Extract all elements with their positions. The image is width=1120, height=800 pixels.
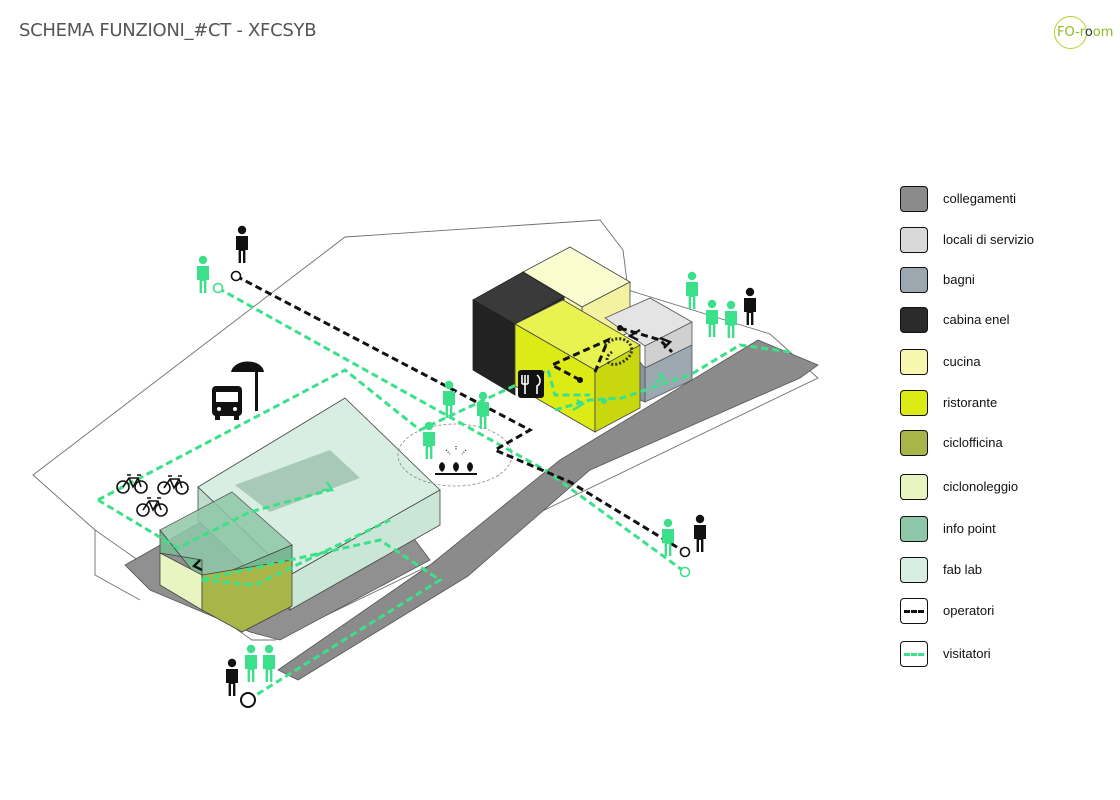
legend-item-ristorante: ristorante — [900, 390, 1100, 418]
legend-swatch — [900, 598, 928, 624]
visitor-path-right — [554, 343, 791, 412]
legend-item-collegamenti: collegamenti — [900, 186, 1100, 214]
visitor-path-bikes — [97, 488, 331, 550]
operator-paths — [235, 274, 686, 554]
legend-swatch — [900, 227, 928, 253]
bus-icon — [212, 386, 242, 420]
legend-swatch — [900, 474, 928, 500]
legend-item-cabina-enel: cabina enel — [900, 307, 1100, 335]
garden-icon — [435, 446, 477, 475]
site-outline — [32, 219, 819, 641]
legend-item-cucina: cucina — [900, 349, 1100, 377]
legend-swatch — [900, 557, 928, 583]
legend-swatch — [900, 516, 928, 542]
legend-label: fab lab — [943, 562, 983, 577]
operator-path-service — [619, 326, 674, 354]
legend-swatch — [900, 390, 928, 416]
bicycle-icon — [116, 474, 189, 517]
legend-item-bagni: bagni — [900, 267, 1100, 295]
entrance-node — [240, 692, 256, 708]
operator-path-kitchen — [548, 337, 611, 382]
legend-label: cabina enel — [943, 312, 1010, 327]
service-node — [617, 325, 623, 331]
bus-stop-icon — [231, 361, 264, 411]
legend-item-visitatori: visitatori — [900, 641, 1100, 669]
page-title: SCHEMA FUNZIONI_#CT - XFCSYB — [19, 20, 317, 41]
plaza-circle — [397, 423, 513, 487]
legend-swatch — [900, 641, 928, 667]
legend-item-locali-di-servizio: locali di servizio — [900, 227, 1100, 255]
legend-label: ciclofficina — [943, 435, 1003, 450]
legend-item-operatori: operatori — [900, 598, 1100, 626]
logo-text: FO-room — [1057, 25, 1114, 40]
operator-start-node — [230, 270, 242, 282]
visitor-path-top — [217, 286, 686, 574]
site-edge — [94, 530, 141, 601]
visitor-end-node — [679, 566, 691, 578]
operator-path-top — [235, 274, 686, 554]
ramp-collegamenti — [277, 339, 819, 681]
spiral-staircase-icon — [603, 337, 634, 366]
restaurant-icon — [518, 370, 544, 398]
legend-swatch — [900, 186, 928, 212]
legend-item-fab-lab: fab lab — [900, 557, 1100, 585]
visitor-path-lower — [199, 518, 443, 702]
legend-label: ristorante — [943, 395, 998, 410]
kitchen-node — [577, 377, 583, 383]
legend-swatch — [900, 307, 928, 333]
legend-label: locali di servizio — [943, 232, 1035, 247]
legend-item-ciclonoleggio: ciclonoleggio — [900, 474, 1100, 502]
legend-label: bagni — [943, 272, 975, 287]
operator-end-node — [679, 546, 691, 558]
restaurant-node — [601, 398, 607, 404]
brand-logo: FO-room — [1054, 16, 1120, 52]
legend-label: visitatori — [943, 646, 991, 661]
legend-swatch — [900, 430, 928, 456]
legend-label: ciclonoleggio — [943, 479, 1019, 494]
visitor-start-node — [212, 282, 224, 294]
legend-label: cucina — [943, 354, 981, 369]
legend-swatch — [900, 267, 928, 293]
logo-circle — [1054, 16, 1087, 49]
legend-label: operatori — [943, 603, 995, 618]
legend-swatch — [900, 349, 928, 375]
legend-label: collegamenti — [943, 191, 1016, 206]
legend-item-info-point: info point — [900, 516, 1100, 544]
legend-label: info point — [943, 521, 996, 536]
path-arrows — [191, 328, 673, 572]
ristorante-block — [514, 299, 641, 433]
legend-item-ciclofficina: ciclofficina — [900, 430, 1100, 458]
